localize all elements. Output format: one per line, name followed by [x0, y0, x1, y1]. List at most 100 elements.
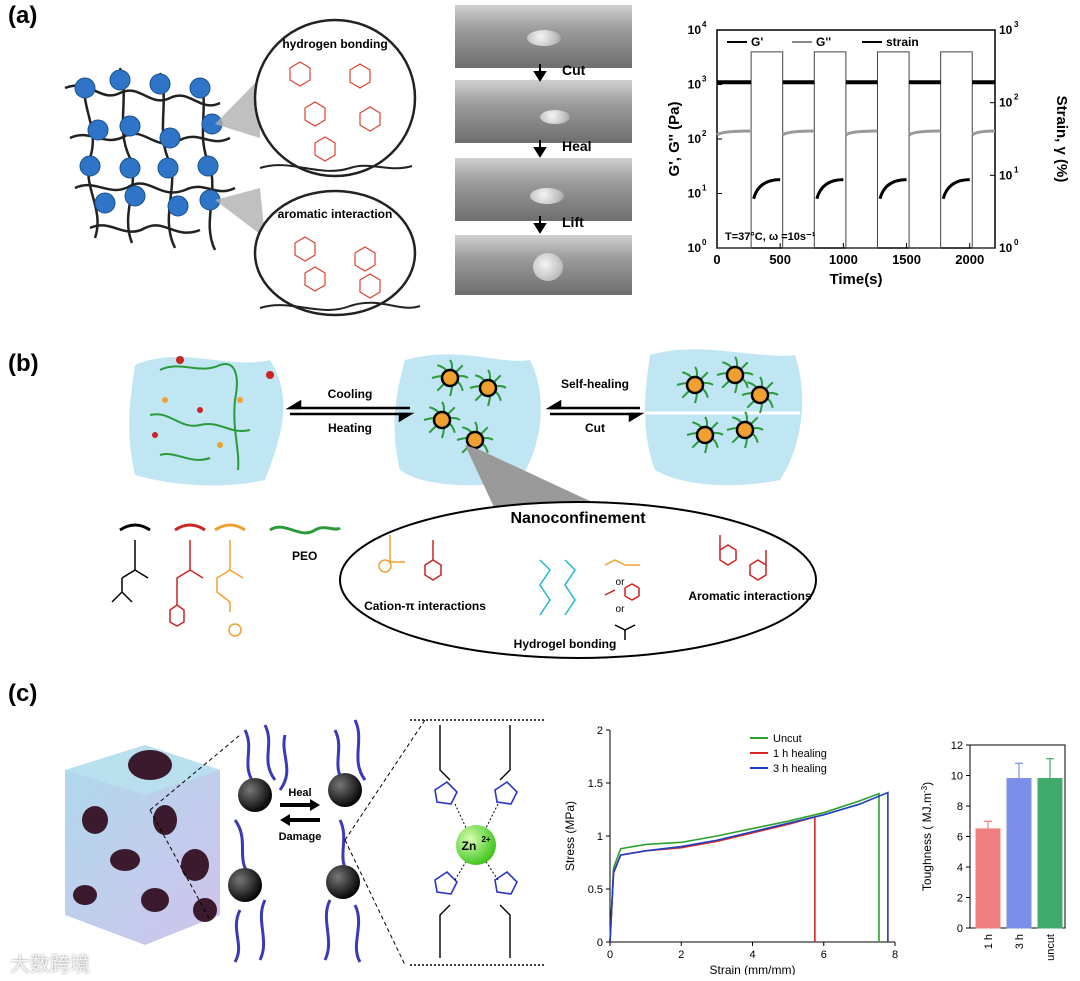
y2-tick-exp: 2: [1014, 93, 1019, 102]
gdoubleprime-series: [972, 131, 995, 135]
y2-tick-label: 10: [999, 241, 1013, 255]
step-heal: Heal: [562, 138, 592, 154]
y-tick-label: 10: [688, 132, 702, 146]
gdoubleprime-series: [909, 131, 941, 135]
label-cation-pi: Cation-π interactions: [364, 599, 486, 613]
y2-tick-exp: 1: [1014, 165, 1019, 174]
series-uncut: [610, 794, 879, 942]
micelle-core: [697, 427, 713, 443]
network-schematic-a: hydrogen bonding aromatic interaction: [60, 18, 440, 318]
label-cut: Cut: [585, 421, 605, 435]
y-axis-label: Stress (MPa): [563, 801, 577, 871]
label-cooling: Cooling: [328, 387, 373, 401]
x-tick-label: 1500: [892, 252, 921, 267]
zn-label: Zn: [462, 839, 477, 853]
x-tick-label: uncut: [1045, 934, 1057, 961]
y-tick-exp: 2: [702, 129, 707, 138]
label-heal: Heal: [288, 787, 311, 799]
gprime-dip: [880, 180, 907, 199]
step-lift: Lift: [562, 214, 584, 230]
y-tick-exp: 3: [702, 75, 707, 84]
micelle-core: [442, 370, 458, 386]
x-axis-label: Strain (mm/mm): [710, 963, 796, 975]
x-tick-label: 4: [749, 949, 755, 961]
x-tick-label: 3 h: [1014, 934, 1026, 949]
micelle-core: [687, 377, 703, 393]
y-axis-label: G', G'' (Pa): [666, 102, 683, 177]
bar-2: [1038, 779, 1062, 928]
panel-label-c: (c): [8, 680, 37, 708]
legend-label: G': [751, 35, 763, 49]
micelle-core: [737, 422, 753, 438]
y-tick-label: 4: [957, 862, 963, 874]
watermark: 大数跨境: [10, 948, 90, 977]
micelle-core: [434, 412, 450, 428]
y2-tick-exp: 0: [1014, 238, 1019, 247]
panel-label-a: (a): [8, 2, 37, 30]
label-hbond: Hydrogel bonding: [514, 637, 617, 651]
y-tick-label: 8: [957, 801, 963, 813]
legend-label: strain: [886, 35, 919, 49]
micelle-core: [727, 367, 743, 383]
bar-1: [1007, 779, 1031, 928]
y-tick-label: 2: [957, 893, 963, 905]
y-tick-label: 2: [597, 725, 603, 737]
label-damage: Damage: [279, 831, 322, 843]
gprime-dip: [943, 180, 970, 199]
y-tick-label: 6: [957, 832, 963, 844]
label-peo: PEO: [292, 549, 317, 563]
label-aromatic: Aromatic interactions: [688, 589, 812, 603]
label-heating: Heating: [328, 421, 372, 435]
plot-frame: [717, 30, 995, 248]
series-3-h-healing: [610, 793, 888, 942]
micelle-core: [480, 380, 496, 396]
bubble-title-aromatic: aromatic interaction: [278, 207, 393, 221]
legend-label: 3 h healing: [773, 763, 827, 775]
y2-tick-label: 10: [999, 96, 1013, 110]
label-or-1: or: [616, 577, 626, 588]
y-tick-label: 10: [688, 78, 702, 92]
schematic-c: Heal Damage Zn 2+: [55, 700, 575, 975]
x-tick-label: 500: [769, 252, 791, 267]
y2-tick-label: 10: [999, 168, 1013, 182]
y2-tick-label: 10: [999, 23, 1013, 37]
y-tick-label: 10: [688, 23, 702, 37]
y-tick-label: 1.5: [588, 778, 603, 790]
micelle-core: [467, 432, 483, 448]
condition-label: T=37°C, ω =10s⁻¹: [725, 231, 816, 243]
y-axis-label: Toughness ( MJ.m-3): [920, 782, 935, 891]
y-tick-exp: 1: [702, 184, 707, 193]
photo-lift: [455, 235, 632, 295]
label-self-healing: Self-healing: [561, 377, 629, 391]
gdoubleprime-series: [717, 131, 751, 135]
y-tick-label: 1: [597, 831, 603, 843]
y2-axis-label: Strain, γ (%): [1053, 96, 1070, 183]
y-tick-label: 10: [688, 187, 702, 201]
x-tick-label: 1 h: [983, 934, 995, 949]
y2-tick-exp: 3: [1014, 20, 1019, 29]
bar-0: [976, 829, 1000, 928]
gdoubleprime-series: [783, 131, 815, 135]
legend-label: Uncut: [773, 733, 802, 745]
x-axis-label: Time(s): [829, 271, 882, 288]
x-tick-label: 0: [607, 949, 613, 961]
legend-label: 1 h healing: [773, 748, 827, 760]
nanoconfinement-title: Nanoconfinement: [510, 510, 646, 527]
step-cut: Cut: [562, 62, 585, 78]
y-tick-exp: 4: [702, 20, 707, 29]
y-tick-exp: 0: [702, 238, 707, 247]
x-tick-label: 1000: [829, 252, 858, 267]
process-arrows: [530, 62, 550, 242]
gdoubleprime-series: [846, 131, 878, 135]
zn-charge: 2+: [481, 835, 490, 844]
panel-label-b: (b): [8, 350, 39, 378]
x-tick-label: 6: [821, 949, 827, 961]
x-tick-label: 0: [713, 252, 720, 267]
monomer-legend-b: PEO: [100, 510, 350, 650]
series-1-h-healing: [610, 817, 815, 942]
legend-label: G'': [816, 35, 831, 49]
micelle-core: [752, 387, 768, 403]
